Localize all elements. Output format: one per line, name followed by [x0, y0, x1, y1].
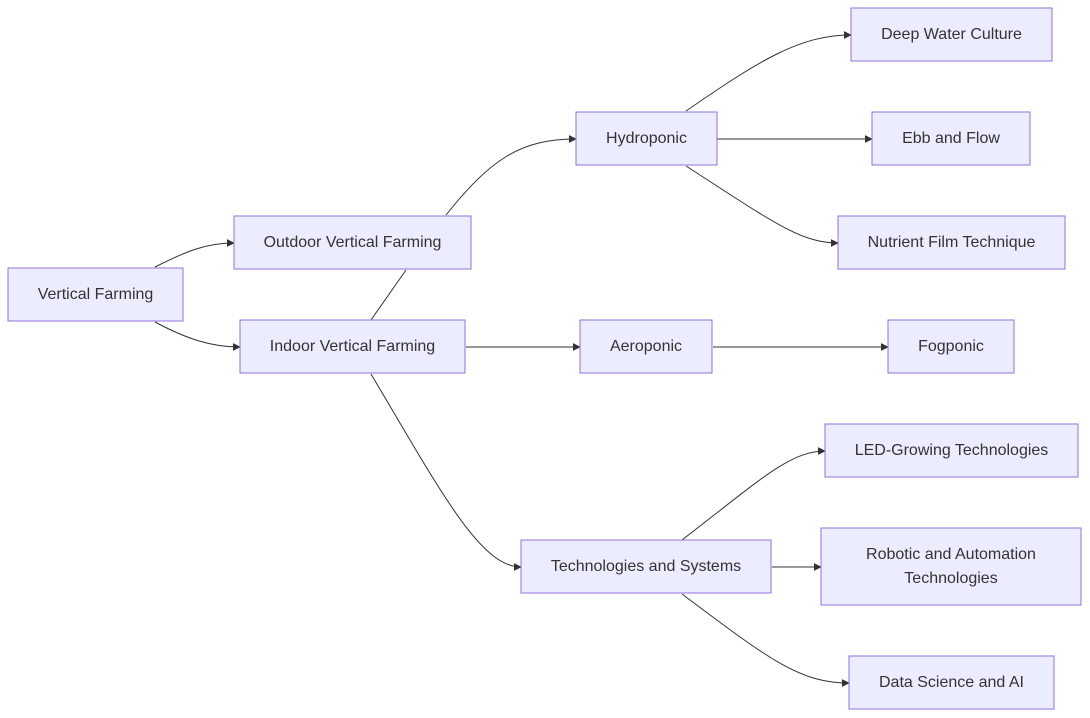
- node-technologies-and-systems-label: Technologies and Systems: [551, 558, 741, 575]
- node-led-growing-technologies[interactable]: LED-Growing Technologies: [824, 423, 1079, 478]
- node-indoor-vertical-farming-label: Indoor Vertical Farming: [270, 338, 435, 355]
- node-fogponic[interactable]: Fogponic: [887, 319, 1015, 374]
- edge-indoor-to-outdoor: [370, 269, 407, 321]
- node-robotic-and-automation-technologies[interactable]: Robotic and Automation Technologies: [820, 527, 1082, 606]
- node-robotic-label-line2: Technologies: [904, 570, 997, 587]
- node-ebb-and-flow-label: Ebb and Flow: [902, 130, 1000, 147]
- edge-hydroponic-to-deep-water: [685, 31, 852, 112]
- node-fogponic-label: Fogponic: [918, 338, 984, 355]
- node-data-science-and-ai[interactable]: Data Science and AI: [848, 655, 1055, 710]
- node-aeroponic-label: Aeroponic: [610, 338, 682, 355]
- node-indoor-vertical-farming[interactable]: Indoor Vertical Farming: [239, 319, 466, 374]
- node-robotic-label-line1: Robotic and Automation: [866, 546, 1036, 563]
- nodes: Vertical Farming Outdoor Vertical Farmin…: [7, 7, 1082, 710]
- node-nutrient-film-technique[interactable]: Nutrient Film Technique: [837, 215, 1066, 270]
- node-ebb-and-flow[interactable]: Ebb and Flow: [871, 111, 1031, 166]
- node-vertical-farming[interactable]: Vertical Farming: [7, 267, 184, 322]
- node-vertical-farming-label: Vertical Farming: [38, 286, 154, 303]
- edge-outdoor-to-hydroponic: [445, 135, 577, 216]
- node-outdoor-vertical-farming[interactable]: Outdoor Vertical Farming: [233, 215, 472, 270]
- node-data-science-and-ai-label: Data Science and AI: [879, 674, 1024, 691]
- edge-hydroponic-to-nft: [685, 165, 839, 247]
- node-deep-water-culture-label: Deep Water Culture: [881, 26, 1022, 43]
- node-aeroponic[interactable]: Aeroponic: [579, 319, 713, 374]
- edge-vertical-farming-to-indoor: [154, 321, 241, 351]
- node-outdoor-vertical-farming-label: Outdoor Vertical Farming: [264, 234, 442, 251]
- node-hydroponic-label: Hydroponic: [606, 130, 687, 147]
- edge-tech-to-led: [681, 447, 826, 541]
- node-led-growing-technologies-label: LED-Growing Technologies: [855, 442, 1049, 459]
- node-nutrient-film-technique-label: Nutrient Film Technique: [868, 234, 1036, 251]
- edge-tech-to-data-ai: [681, 593, 850, 687]
- edges: [154, 31, 889, 687]
- edge-indoor-to-tech-systems: [370, 373, 522, 571]
- node-deep-water-culture[interactable]: Deep Water Culture: [850, 7, 1053, 62]
- edge-vertical-farming-to-outdoor: [154, 239, 235, 268]
- node-hydroponic[interactable]: Hydroponic: [575, 111, 718, 166]
- node-technologies-and-systems[interactable]: Technologies and Systems: [520, 539, 772, 594]
